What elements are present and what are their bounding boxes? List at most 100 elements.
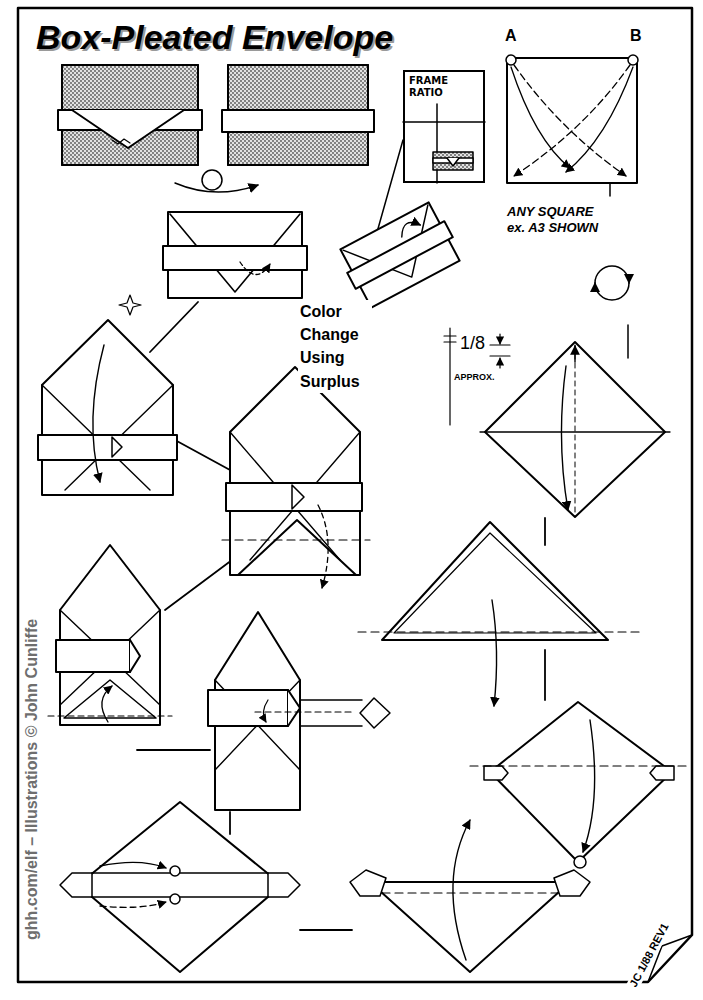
rotate-symbol-part	[627, 325, 629, 358]
step-envelope-fold-down-part	[38, 435, 177, 460]
paper-note: ANY SQUARE ex. A3 SHOWN	[505, 204, 601, 235]
step-diamond-part	[480, 431, 670, 432]
fraction-mark: 1/8	[458, 333, 487, 355]
step-diamond-part	[485, 342, 665, 517]
step-envelope-fold-up-part	[60, 545, 160, 725]
step-envelope-band	[222, 367, 370, 588]
dimension-mark	[444, 328, 510, 425]
step-final-tuck-part	[163, 246, 307, 270]
envelope-back-view-part	[222, 110, 374, 132]
envelope-front-view-part	[62, 65, 198, 110]
step-envelope-band-part	[292, 485, 304, 509]
step-diamond-part	[561, 366, 568, 510]
step-triangle	[358, 522, 640, 706]
step-envelope-tab	[208, 612, 390, 810]
rotate-symbol-part	[595, 266, 629, 283]
step-envelope-tab-part	[360, 698, 390, 728]
step-envelope-fold-down-part	[93, 345, 104, 482]
envelope-back-view-part	[228, 132, 368, 165]
step-triangle-part	[492, 600, 497, 706]
step-color-change-part	[340, 202, 459, 307]
envelope-back-view-part	[228, 65, 368, 110]
technique-note: Color Change Using Surplus	[298, 300, 372, 393]
rotate-symbol	[595, 266, 629, 358]
dimension-mark-part	[499, 358, 500, 368]
step-final-tuck	[163, 212, 307, 298]
step-triangle-part	[358, 631, 640, 632]
step-lines-part	[165, 560, 232, 610]
step-envelope-tab-part	[263, 700, 268, 722]
step-lines-part	[175, 440, 230, 470]
square-paper-part	[514, 65, 630, 176]
step-envelope-fold-up-part	[130, 640, 140, 672]
envelope-front-view-part	[112, 139, 130, 144]
box-label: FRAME RATIO	[409, 75, 443, 98]
frame-box: FRAME RATIO	[403, 70, 485, 183]
frame-ratio-sketch-part	[403, 121, 485, 123]
step-diamond-tabs-part	[583, 720, 595, 852]
step-lines-part	[137, 749, 210, 751]
square-paper-part	[511, 67, 570, 168]
step-inverted-triangle-part	[382, 892, 558, 893]
approx-note: APPROX.	[452, 372, 497, 383]
step-envelope-fold-down-part	[112, 437, 122, 457]
step-envelope-fold-up-part	[64, 680, 156, 718]
step-diamond-pleats-part	[268, 873, 300, 897]
step-diamond-part	[574, 346, 575, 362]
step-lines-part	[544, 518, 546, 545]
step-diamond-part	[575, 345, 576, 515]
step-envelope-fold-up-part	[48, 715, 172, 716]
turn-over-symbol-part	[175, 183, 258, 192]
step-diamond-tabs-part	[650, 766, 674, 780]
step-color-change-part	[347, 221, 453, 289]
page-frame-part	[18, 8, 692, 982]
corner-letter: B	[628, 26, 644, 45]
step-inverted-triangle-part	[453, 820, 470, 960]
envelope-front-view-part	[72, 110, 184, 148]
square-paper-part	[507, 58, 637, 183]
step-lines-part	[150, 302, 198, 352]
step-lines-part	[300, 929, 352, 931]
step-diamond-pleats-part	[60, 873, 92, 897]
turn-over-symbol-part	[202, 170, 222, 190]
dimension-mark-part	[444, 335, 456, 336]
square-paper-part	[566, 67, 633, 172]
step-diamond-tabs	[470, 702, 690, 868]
step-inverted-triangle-part	[554, 870, 590, 896]
step-color-change-part	[343, 205, 454, 300]
step-envelope-tab-part	[255, 711, 352, 712]
step-diamond-tabs-part	[484, 766, 508, 780]
dimension-mark-part	[499, 334, 500, 344]
step-diamond-pleats-part	[170, 894, 180, 904]
step-diamond-tabs-part	[574, 856, 586, 868]
step-inverted-triangle-part	[370, 882, 570, 972]
corner-letter: A	[503, 26, 519, 45]
step-lines-part	[229, 812, 231, 834]
dimension-mark-part	[490, 355, 510, 356]
step-envelope-band-part	[230, 367, 360, 575]
step-diamond	[480, 342, 670, 517]
step-color-change	[336, 200, 464, 310]
frame-ratio-sketch-part	[436, 104, 438, 183]
step-envelope-fold-down	[38, 295, 177, 495]
step-envelope-fold-down-part	[42, 320, 173, 495]
frame-ratio-sketch-part	[447, 158, 459, 166]
step-diamond-pleats-part	[170, 866, 180, 876]
step-final-tuck-part	[240, 262, 270, 275]
dimension-mark-part	[444, 341, 456, 342]
frame-ratio-sketch-part	[433, 152, 473, 170]
step-envelope-band-part	[318, 505, 328, 588]
step-diamond-pleats-part	[100, 862, 166, 868]
credit-watermark: ghh.com/elf – Illustrations © John Cunli…	[22, 617, 41, 942]
step-envelope-band-part	[238, 520, 356, 575]
envelope-front-view-part	[62, 65, 198, 165]
envelope-front-view	[58, 65, 202, 165]
step-diamond-tabs-part	[490, 702, 672, 862]
step-envelope-fold-up-part	[56, 640, 130, 672]
step-inverted-triangle-part	[350, 870, 386, 896]
step-inverted-triangle	[350, 820, 590, 972]
step-envelope-tab-part	[300, 725, 362, 727]
step-envelope-tab-part	[300, 699, 362, 701]
square-paper-part	[506, 55, 516, 65]
